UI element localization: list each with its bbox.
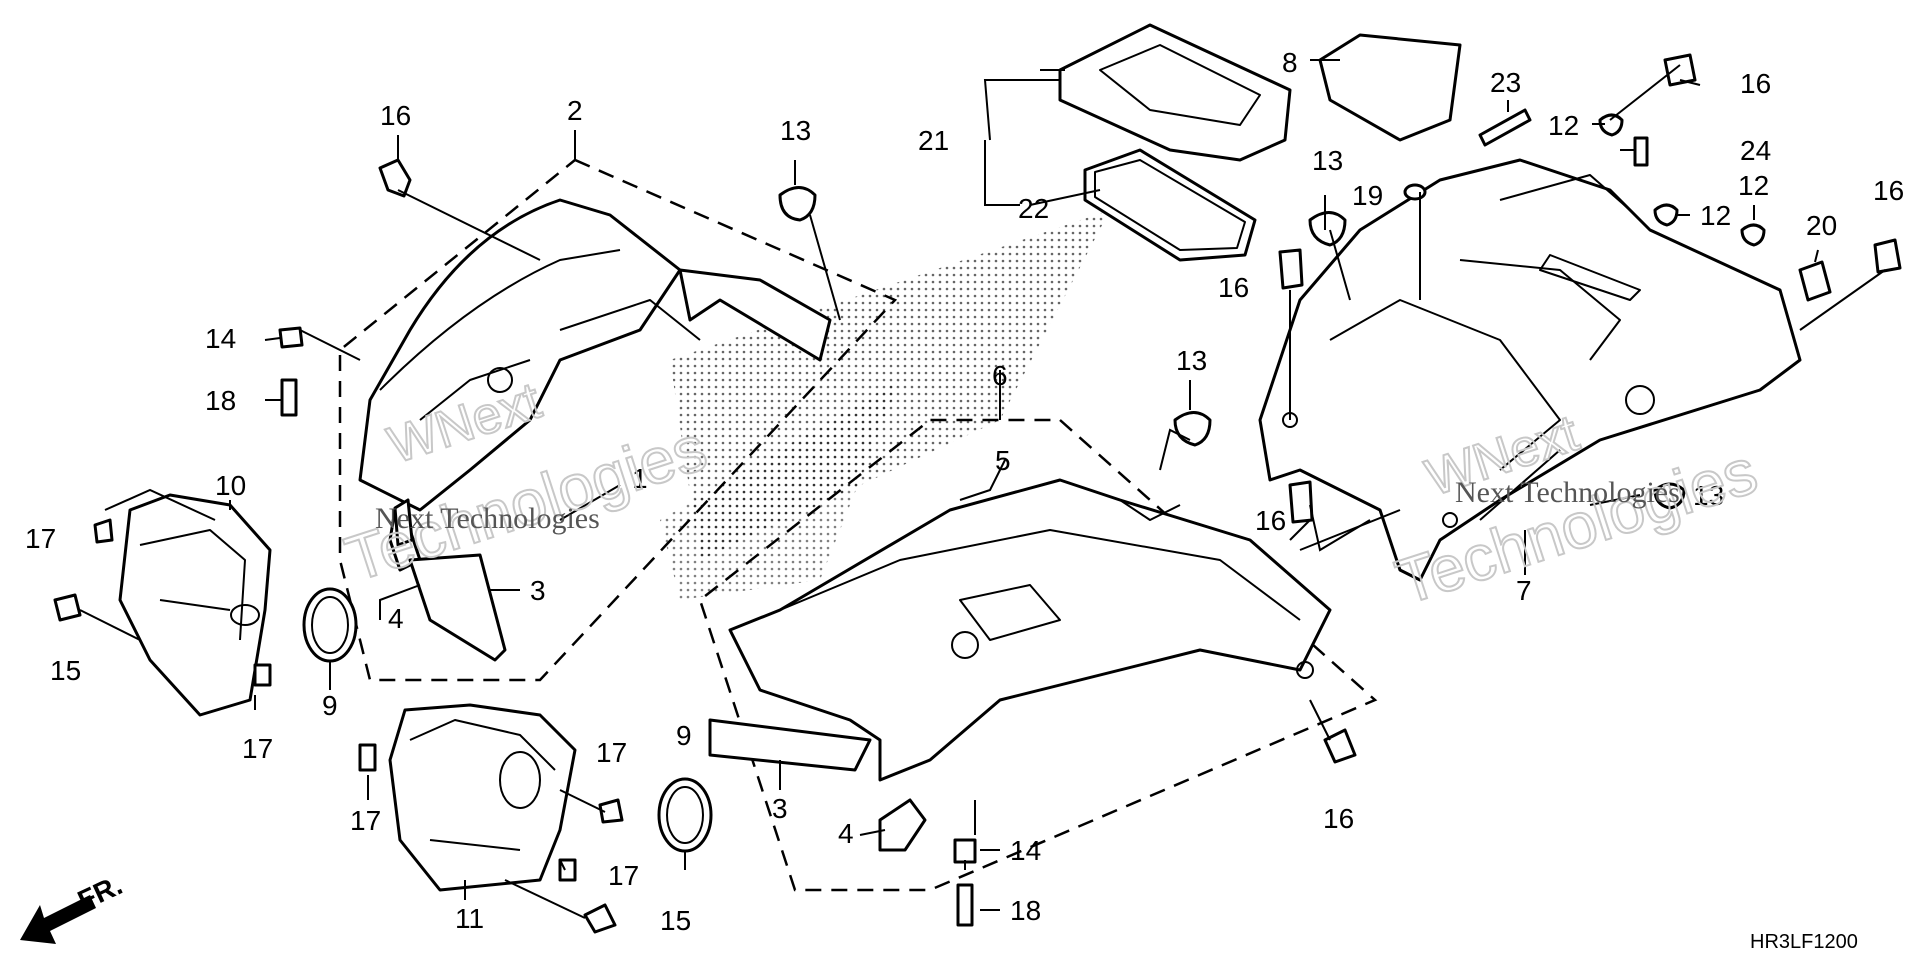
clip-16-a	[378, 158, 412, 198]
clip-16-e	[1663, 53, 1697, 87]
diagram-code: HR3LF1200	[1750, 931, 1858, 953]
callout-17-d: 17	[596, 737, 627, 768]
callout-16-e: 16	[1740, 68, 1771, 99]
callout-13-c: 13	[1312, 145, 1343, 176]
callout-16-a: 16	[380, 100, 411, 131]
bolt-24	[1633, 136, 1649, 167]
callout-8: 8	[1282, 47, 1298, 78]
callout-20: 20	[1806, 210, 1837, 241]
part-22-gasket	[1083, 148, 1257, 262]
part-4-trim-left	[393, 498, 414, 547]
bolt-18-b	[956, 883, 974, 927]
callout-17-b: 17	[242, 733, 273, 764]
grommet-13-d	[1653, 482, 1686, 510]
part-9-ring-center-inner	[666, 786, 704, 844]
part-7-rear-fender	[1258, 158, 1802, 582]
clip-16-d	[1288, 480, 1314, 524]
shading-center	[660, 380, 900, 600]
front-arrow: FR.	[20, 869, 127, 944]
grommet-13-a	[778, 186, 817, 222]
callout-numbers: 1 2 3 3 4 4 5 6 7 8 9 9 10 11 12 12 12 1…	[25, 47, 1904, 936]
bolt-18-a	[280, 378, 298, 417]
callout-10: 10	[215, 470, 246, 501]
grommet-13-c	[1308, 211, 1347, 247]
callout-14-b: 14	[1010, 835, 1041, 866]
hardware	[53, 53, 1902, 934]
bolt-14-b	[953, 838, 977, 864]
watermark-caption-left: Next Technologies	[375, 502, 600, 535]
clip-17-a	[93, 518, 114, 544]
callout-13-b: 13	[1176, 345, 1207, 376]
bolt-16-b	[1323, 728, 1357, 764]
part-4-trim-center	[878, 798, 927, 852]
grommet-12-b	[1653, 203, 1679, 227]
clip-16-c	[1278, 248, 1304, 290]
callout-14-a: 14	[205, 323, 236, 354]
callout-16-b: 16	[1323, 803, 1354, 834]
callout-1: 1	[632, 463, 648, 494]
callout-16-c: 16	[1218, 272, 1249, 303]
callout-22: 22	[1018, 193, 1049, 224]
callout-2: 2	[567, 95, 583, 126]
clip-17-c	[358, 743, 377, 772]
callout-17-a: 17	[25, 523, 56, 554]
callout-7: 7	[1516, 575, 1532, 606]
callout-18-a: 18	[205, 385, 236, 416]
bracket-20	[1798, 260, 1832, 302]
callout-6: 6	[992, 360, 1008, 391]
callout-19: 19	[1352, 180, 1383, 211]
part-21-lid	[1058, 23, 1292, 162]
callout-16-d: 16	[1255, 505, 1286, 536]
bolt-15-a	[53, 593, 82, 622]
callout-9-left: 9	[322, 690, 338, 721]
callout-15-b: 15	[660, 905, 691, 936]
part-3-strip-center	[708, 718, 872, 772]
callout-9-center: 9	[676, 720, 692, 751]
callout-17-c: 17	[350, 805, 381, 836]
part-10-side-cover	[118, 493, 272, 717]
callout-13-d: 13	[1693, 480, 1724, 511]
callout-4-center: 4	[838, 818, 854, 849]
callout-3-left: 3	[530, 575, 546, 606]
clip-23	[1478, 108, 1532, 147]
bracket-left-assembly	[338, 158, 898, 682]
callout-15-a: 15	[50, 655, 81, 686]
bolt-15-b	[583, 903, 617, 934]
part-3-strip-left	[408, 553, 507, 662]
clip-17-e	[558, 858, 577, 882]
callout-12-b: 12	[1700, 200, 1731, 231]
grommet-12-c	[1740, 223, 1766, 247]
part-11-lower-cover	[388, 703, 577, 892]
callout-16-f: 16	[1873, 175, 1904, 206]
part-5-center-fender	[728, 478, 1332, 782]
callout-21: 21	[918, 125, 949, 156]
bolt-14-a	[278, 326, 304, 349]
callout-4-left: 4	[388, 603, 404, 634]
part-front-fender-left	[358, 198, 832, 572]
callout-11: 11	[455, 903, 484, 934]
clip-17-b	[253, 663, 272, 687]
callout-3-center: 3	[772, 793, 788, 824]
callout-23: 23	[1490, 67, 1521, 98]
callout-5: 5	[995, 445, 1011, 476]
part-9-ring-left-inner	[311, 596, 349, 654]
grommet-12-a	[1598, 113, 1624, 137]
callout-17-e: 17	[608, 860, 639, 891]
leader-lines	[79, 59, 1886, 919]
clip-16-f	[1873, 238, 1902, 274]
part-8-cover	[1318, 33, 1462, 142]
callout-12-a: 12	[1548, 110, 1579, 141]
bracket-center-assembly	[698, 418, 1378, 892]
callout-18-b: 18	[1010, 895, 1041, 926]
clip-19	[1403, 183, 1427, 201]
grommet-13-b	[1173, 411, 1212, 447]
callout-12-c: 12	[1738, 170, 1769, 201]
clip-17-d	[598, 798, 624, 824]
callout-24: 24	[1740, 135, 1771, 166]
watermark-caption-right: Next Technologies	[1455, 476, 1680, 509]
callout-13-a: 13	[780, 115, 811, 146]
part-22-gasket-inner	[1094, 159, 1246, 251]
